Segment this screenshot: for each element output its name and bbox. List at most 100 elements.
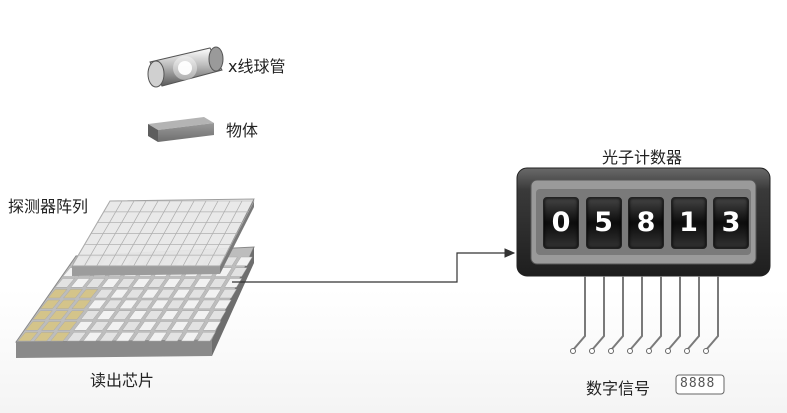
chip-cell <box>208 310 227 320</box>
counter-digit: 1 <box>670 197 707 249</box>
chip-cell <box>17 332 39 342</box>
counter-pin-end <box>627 348 633 354</box>
counter-pin-end <box>646 348 652 354</box>
chip-cell <box>50 332 71 342</box>
chip-cell <box>162 278 182 288</box>
chip-cell <box>64 310 85 320</box>
chip-cell <box>85 278 106 288</box>
chip-cell <box>213 299 232 309</box>
counter-digit: 8 <box>628 197 664 249</box>
object-label: 物体 <box>226 121 259 140</box>
counter-pin-end <box>703 348 709 354</box>
chip-cell <box>140 289 160 299</box>
chip-cell <box>115 332 136 342</box>
digital-signal-label: 数字信号 <box>586 379 651 398</box>
chip-cell <box>193 278 212 288</box>
chip-cell <box>71 299 92 309</box>
counter-pin <box>705 276 719 351</box>
chip-cell <box>41 321 62 331</box>
readout-chip-label: 读出芯片 <box>90 371 155 390</box>
chip-cell <box>131 332 152 342</box>
counter-pin <box>629 276 643 351</box>
chip-cell <box>102 299 123 309</box>
chip-cell <box>186 321 206 331</box>
chip-cell <box>156 289 176 299</box>
chip-cell <box>164 332 184 342</box>
counter-pin <box>572 276 586 351</box>
chip-cell <box>172 289 191 299</box>
counter-pin <box>610 276 624 351</box>
chip-cell <box>150 299 170 309</box>
chip-cell <box>112 310 132 320</box>
chip-cell <box>101 278 121 288</box>
chip-cell <box>73 321 94 331</box>
chip-cell <box>148 332 168 342</box>
chip-cell <box>144 310 164 320</box>
detector-cell <box>207 254 227 267</box>
chip-cell <box>176 310 195 320</box>
chip-cell <box>235 256 253 266</box>
chip-cell <box>180 332 200 342</box>
chip-cell <box>48 310 69 320</box>
counter-pin-end <box>589 348 595 354</box>
counter-digit: 3 <box>713 197 749 249</box>
chip-cell <box>154 321 174 331</box>
chip-cell <box>208 278 227 288</box>
counter-pin <box>648 276 662 351</box>
counter-pin-end <box>684 348 690 354</box>
digital-display-readout: 8888 <box>680 376 716 391</box>
chip-cell <box>33 332 55 342</box>
chip-cell <box>96 310 116 320</box>
chip-cell <box>116 278 136 288</box>
counter-digit: 5 <box>585 197 622 249</box>
chip-cell <box>160 310 180 320</box>
chip-cell <box>66 332 87 342</box>
xray-tube-label: x线球管 <box>228 57 286 76</box>
chip-cell <box>202 321 222 331</box>
chip-cell <box>39 299 61 309</box>
chip-cell <box>218 289 237 299</box>
digital-display-frame <box>675 374 725 395</box>
xray-tube-icon <box>147 46 224 88</box>
chip-cell <box>125 289 145 299</box>
chip-cell <box>224 278 243 288</box>
chip-cell <box>99 332 119 342</box>
chip-cell <box>57 321 78 331</box>
chip-cell <box>147 278 167 288</box>
chip-cell <box>192 310 211 320</box>
chip-cell <box>229 267 248 277</box>
chip-cell <box>203 289 222 299</box>
chip-cell <box>181 299 201 309</box>
chip-cell <box>47 289 68 299</box>
chip-cell <box>82 332 103 342</box>
chip-cell <box>62 289 83 299</box>
chip-cell <box>134 299 154 309</box>
chip-cell <box>32 310 53 320</box>
chip-cell <box>89 321 110 331</box>
counter-pin <box>667 276 681 351</box>
chip-cell <box>170 321 190 331</box>
chip-cell <box>55 299 76 309</box>
object-block-icon <box>148 117 214 142</box>
photon-counter-label: 光子计数器 <box>602 148 683 167</box>
counter-pin <box>591 276 605 351</box>
chip-cell <box>105 321 126 331</box>
counter-pin-end <box>665 348 671 354</box>
counter-pin-end <box>608 348 614 354</box>
chip-cell <box>109 289 130 299</box>
chip-cell <box>197 299 216 309</box>
chip-cell <box>54 278 75 288</box>
chip-cell <box>131 278 151 288</box>
chip-cell <box>128 310 148 320</box>
chip-cell <box>87 299 107 309</box>
chip-cell <box>137 321 158 331</box>
chip-cell <box>118 299 139 309</box>
counter-pin-end <box>570 348 576 354</box>
counter-digit: 0 <box>543 197 579 249</box>
counter-pin <box>686 276 700 351</box>
counter-pins <box>570 276 719 354</box>
chip-cell <box>197 332 216 342</box>
chip-cell <box>70 278 91 288</box>
